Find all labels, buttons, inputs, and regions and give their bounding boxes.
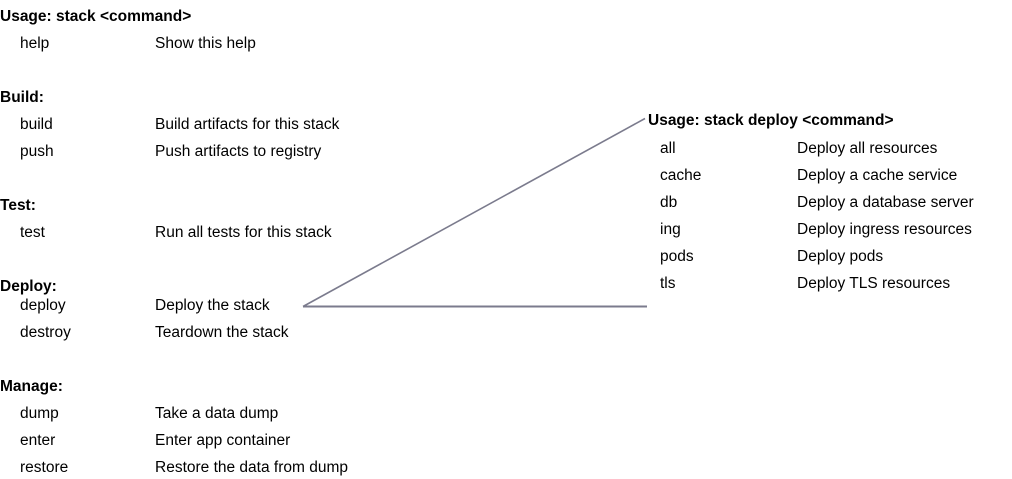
deploy-row-tls[interactable]: tls Deploy TLS resources (628, 275, 1012, 302)
main-usage-heading: Usage: stack <command> (0, 8, 192, 25)
section-heading-manage: Manage: (0, 378, 63, 395)
section-heading-deploy: Deploy: (0, 278, 57, 295)
command-description: Run all tests for this stack (155, 224, 332, 241)
command-row-deploy[interactable]: deploy Deploy the stack (0, 297, 384, 324)
command-row-destroy[interactable]: destroy Teardown the stack (0, 324, 384, 351)
deploy-row-db[interactable]: db Deploy a database server (628, 194, 1012, 221)
section-heading-test: Test: (0, 197, 36, 214)
command-name: build (20, 116, 53, 133)
deploy-row-ing[interactable]: ing Deploy ingress resources (628, 221, 1012, 248)
command-description: Build artifacts for this stack (155, 116, 340, 133)
section-heading-build: Build: (0, 89, 44, 106)
command-name: help (20, 35, 50, 52)
command-name: push (20, 143, 54, 160)
command-description: Deploy the stack (155, 297, 270, 314)
command-row-build[interactable]: build Build artifacts for this stack (0, 116, 384, 143)
deploy-row-pods[interactable]: pods Deploy pods (628, 248, 1012, 275)
command-name: all (660, 140, 676, 157)
command-row-enter[interactable]: enter Enter app container (0, 432, 384, 459)
command-description: Teardown the stack (155, 324, 289, 341)
command-name: dump (20, 405, 59, 422)
command-name: tls (660, 275, 676, 292)
command-name: destroy (20, 324, 71, 341)
command-name: cache (660, 167, 702, 184)
command-row-restore[interactable]: restore Restore the data from dump (0, 459, 384, 479)
command-row-help[interactable]: help Show this help (0, 35, 384, 62)
command-name: pods (660, 248, 694, 265)
command-description: Enter app container (155, 432, 291, 449)
command-description: Show this help (155, 35, 256, 52)
command-description: Deploy a cache service (797, 167, 958, 184)
command-description: Deploy TLS resources (797, 275, 951, 292)
deploy-row-cache[interactable]: cache Deploy a cache service (628, 167, 1012, 194)
command-description: Push artifacts to registry (155, 143, 322, 160)
command-row-test[interactable]: test Run all tests for this stack (0, 224, 384, 251)
command-description: Deploy all resources (797, 140, 938, 157)
command-description: Deploy pods (797, 248, 884, 265)
command-description: Deploy ingress resources (797, 221, 972, 238)
command-row-push[interactable]: push Push artifacts to registry (0, 143, 384, 170)
command-row-dump[interactable]: dump Take a data dump (0, 405, 384, 432)
command-name: ing (660, 221, 681, 238)
deploy-usage-heading: Usage: stack deploy <command> (648, 112, 894, 129)
command-name: test (20, 224, 45, 241)
command-description: Restore the data from dump (155, 459, 348, 476)
command-name: enter (20, 432, 56, 449)
command-description: Deploy a database server (797, 194, 974, 211)
deploy-row-all[interactable]: all Deploy all resources (628, 140, 1012, 167)
command-name: db (660, 194, 678, 211)
command-description: Take a data dump (155, 405, 279, 422)
command-name: restore (20, 459, 69, 476)
command-name: deploy (20, 297, 66, 314)
